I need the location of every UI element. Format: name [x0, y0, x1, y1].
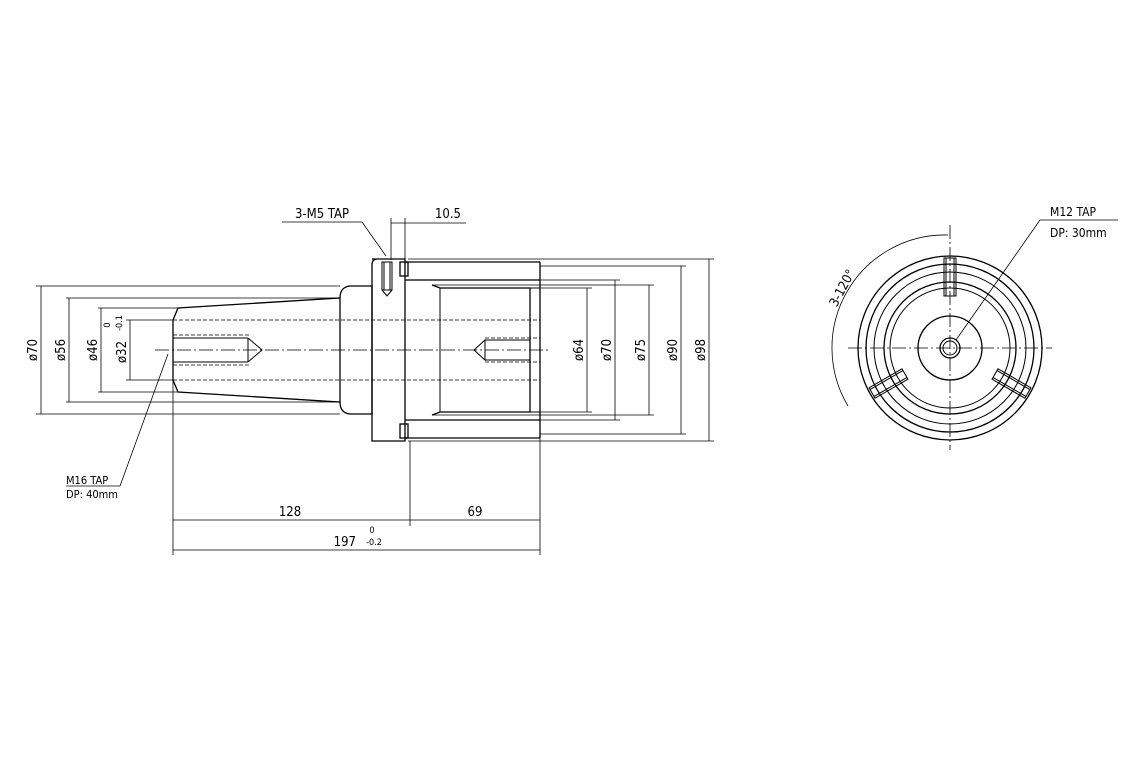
m16-tapped-hole [173, 334, 263, 366]
callout-m16-line1: M16 TAP [66, 474, 108, 487]
circle-o98 [857, 255, 1043, 441]
dim-197-tol-upper: 0 [369, 526, 374, 536]
dim-o70-right: ø70 [600, 339, 615, 361]
dim-o70-left: ø70 [26, 339, 41, 361]
dim-197: 197 [334, 535, 356, 550]
angle-label: 3-120° [827, 267, 859, 309]
callout-m12-line2: DP: 30mm [1050, 226, 1107, 240]
end-view: 3-120° M12 TAP DP: 30mm [827, 205, 1118, 450]
dim-197-tol-lower: -0.2 [366, 538, 382, 548]
right-diameter-dims: ø64 ø70 ø75 ø90 ø98 [408, 258, 714, 442]
hidden-bore [173, 319, 540, 381]
side-view: ø70 ø56 ø46 ø32 0 -0.1 ø64 ø70 [26, 207, 714, 555]
length-dims: 128 69 197 0 -0.2 [172, 380, 541, 555]
callout-m5-tap: 3-M5 TAP [295, 207, 349, 222]
left-diameter-dims: ø70 ø56 ø46 ø32 0 -0.1 [26, 285, 340, 415]
dim-o90: ø90 [666, 339, 681, 361]
dim-o64: ø64 [572, 339, 587, 361]
m5-callout: 3-M5 TAP 10.5 [282, 207, 466, 260]
circle-m12-inner [942, 340, 958, 356]
m12-tapped-hole [473, 337, 540, 363]
dim-o56: ø56 [54, 339, 69, 361]
callout-m16-line2: DP: 40mm [66, 488, 118, 501]
m12-callout: M12 TAP DP: 30mm [955, 205, 1118, 341]
circle-bolt-pcd [873, 271, 1027, 425]
m5-hole-lower-right [991, 368, 1032, 399]
circle-m12-hole [939, 337, 961, 359]
dim-69: 69 [468, 505, 483, 520]
callout-m12-line1: M12 TAP [1050, 205, 1097, 219]
circle-o90 [865, 263, 1035, 433]
dim-o32: ø32 [115, 341, 130, 363]
m5-hole-top [943, 257, 957, 297]
dim-o32-tol-lower: -0.1 [115, 315, 125, 331]
circle-o64 [889, 287, 1011, 409]
dim-128: 128 [279, 505, 301, 520]
dim-10-5: 10.5 [435, 207, 461, 222]
angle-arc [831, 234, 949, 407]
m16-callout: M16 TAP DP: 40mm [66, 353, 169, 501]
dim-o98: ø98 [694, 339, 709, 361]
dim-o32-tol-upper: 0 [103, 322, 113, 327]
m5-hole-lower-left [868, 368, 909, 399]
dim-o46: ø46 [86, 339, 101, 361]
circle-o70 [883, 281, 1017, 415]
m5-tapped-hole [381, 261, 393, 297]
dim-o75: ø75 [634, 339, 649, 361]
flange [371, 258, 409, 442]
circle-center-boss [917, 315, 983, 381]
